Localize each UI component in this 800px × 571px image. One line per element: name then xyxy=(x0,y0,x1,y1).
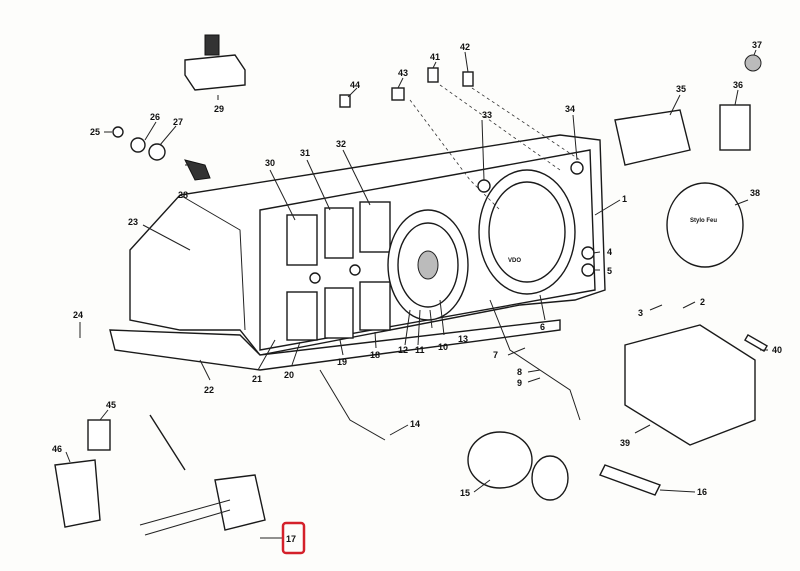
callout-44: 44 xyxy=(350,80,360,90)
switch-29 xyxy=(184,34,246,91)
callout-32: 32 xyxy=(336,139,346,149)
bulb-41 xyxy=(427,67,439,83)
callout-31: 31 xyxy=(300,148,310,158)
tachometer xyxy=(387,209,469,321)
callout-22: 22 xyxy=(204,385,214,395)
callout-8: 8 xyxy=(517,367,522,377)
callout-27: 27 xyxy=(173,117,183,127)
switch-panel xyxy=(286,201,391,341)
wiring-17 xyxy=(139,499,231,536)
lamp-5 xyxy=(581,263,595,277)
fuse-box-39 xyxy=(624,324,756,446)
callout-46: 46 xyxy=(52,444,62,454)
callout-39: 39 xyxy=(620,438,630,448)
callout-37: 37 xyxy=(752,40,762,50)
leader-lines xyxy=(65,49,768,539)
ignition-switch-15 xyxy=(467,431,533,489)
bulb-43 xyxy=(391,87,405,101)
washer-26 xyxy=(130,137,146,153)
callout-9: 9 xyxy=(517,378,522,388)
callout-26: 26 xyxy=(150,112,160,122)
callout-36: 36 xyxy=(733,80,743,90)
callout-43: 43 xyxy=(398,68,408,78)
callout-10: 10 xyxy=(438,342,448,352)
ignition-lock xyxy=(531,455,569,501)
callout-28: 28 xyxy=(178,190,188,200)
screw-25 xyxy=(112,126,124,138)
callout-24: 24 xyxy=(73,310,83,320)
callout-38: 38 xyxy=(750,188,760,198)
switch-35 xyxy=(614,109,691,166)
speedometer: VDO xyxy=(478,169,576,295)
callout-45: 45 xyxy=(106,400,116,410)
callout-11: 11 xyxy=(415,345,425,355)
callout-30: 30 xyxy=(265,158,275,168)
callout-34: 34 xyxy=(565,104,575,114)
fuse-40 xyxy=(744,333,768,353)
callout-5: 5 xyxy=(607,266,612,276)
callout-12: 12 xyxy=(398,345,408,355)
callout-42: 42 xyxy=(460,42,470,52)
callout-25: 25 xyxy=(90,127,100,137)
switch-46 xyxy=(54,459,101,528)
callout-40: 40 xyxy=(772,345,782,355)
bulb-44 xyxy=(339,94,351,108)
highlight-box xyxy=(281,521,306,555)
bulb-42 xyxy=(462,71,474,87)
callout-18: 18 xyxy=(370,350,380,360)
gauge-38 xyxy=(666,182,744,268)
switch-36 xyxy=(719,104,751,151)
stalk-switch-17 xyxy=(149,414,266,531)
callout-labels: 29 44 43 41 42 37 36 35 34 33 25 26 27 2… xyxy=(52,40,782,498)
gauge-38-brand: Stylo Feu xyxy=(690,218,717,224)
lamp-4 xyxy=(581,246,595,260)
callout-2: 2 xyxy=(700,297,705,307)
choke-cable-14 xyxy=(319,369,386,441)
speedo-cable-7 xyxy=(489,299,581,421)
callout-21: 21 xyxy=(252,374,262,384)
washer-27 xyxy=(148,143,166,161)
connector-45 xyxy=(87,419,111,451)
key-16 xyxy=(599,464,661,496)
callout-17: 17 xyxy=(286,534,296,544)
lamp-34 xyxy=(570,161,584,175)
speedo-brand: VDO xyxy=(508,258,521,264)
callout-14: 14 xyxy=(410,419,420,429)
callout-7: 7 xyxy=(493,350,498,360)
callout-33: 33 xyxy=(482,110,492,120)
callout-23: 23 xyxy=(128,217,138,227)
callout-15: 15 xyxy=(460,488,470,498)
callout-29: 29 xyxy=(214,104,224,114)
cap-37 xyxy=(744,54,762,72)
highlighted-callout-17: 17 xyxy=(281,521,306,555)
knob-28 xyxy=(184,159,211,181)
callout-19: 19 xyxy=(337,357,347,367)
callout-13: 13 xyxy=(458,334,468,344)
callout-6: 6 xyxy=(540,322,545,332)
callout-3: 3 xyxy=(638,308,643,318)
callout-1: 1 xyxy=(622,194,627,204)
callout-41: 41 xyxy=(430,52,440,62)
callout-20: 20 xyxy=(284,370,294,380)
callout-35: 35 xyxy=(676,84,686,94)
callout-4: 4 xyxy=(607,247,612,257)
callout-16: 16 xyxy=(697,487,707,497)
